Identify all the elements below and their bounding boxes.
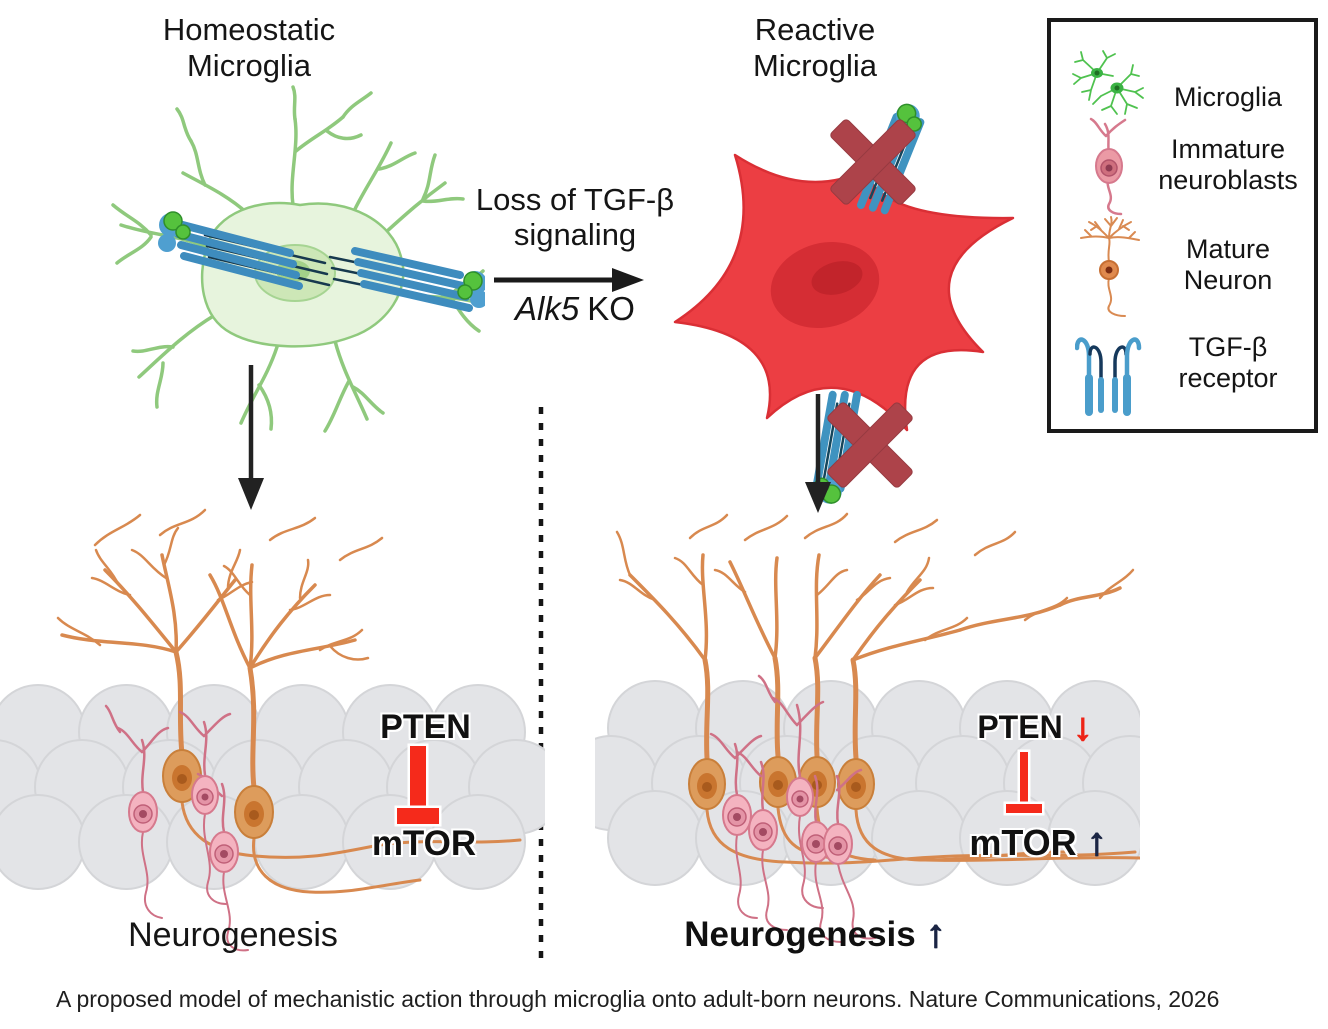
mature-neuron-nucleolus <box>249 810 259 820</box>
figure-caption: A proposed model of mechanistic action t… <box>56 986 1220 1012</box>
legend-box: Microglia Immature neuroblasts <box>1047 18 1318 433</box>
legend-label-tgfb-receptor: TGF-β receptor <box>1178 332 1278 394</box>
microglia-icon <box>1072 50 1144 115</box>
immature-neuroblasts-left <box>104 704 249 952</box>
mtor-row-right: mTOR ↑ <box>958 820 1118 865</box>
neurogenesis-label-left: Neurogenesis <box>128 916 338 954</box>
panel-divider-dashed-line <box>538 407 544 967</box>
immature-neuroblasts-right <box>709 674 876 943</box>
neurogenesis-up-arrow: ↑ <box>925 912 946 956</box>
flow-arrow-down-right <box>805 394 831 513</box>
pten-label-right: PTEN <box>977 709 1063 745</box>
legend-label-immature-neuroblasts: Immature neuroblasts <box>1158 134 1298 196</box>
granule-cell-layer-left <box>0 684 545 890</box>
blocked-receptor-x-icon-top <box>830 119 916 205</box>
mature-neuron-icon <box>1080 216 1140 317</box>
ko-label: KO <box>587 290 635 327</box>
reactive-microglia-nucleolus <box>811 261 863 295</box>
neurogenesis-row-right: Neurogenesis ↑ <box>655 912 975 957</box>
tgfb-receptor-cluster-right <box>328 247 485 312</box>
pten-row-right: PTEN ↓ <box>965 705 1105 750</box>
mtor-label-left: mTOR <box>371 824 477 863</box>
alk5-gene-label: Alk5 <box>515 290 580 327</box>
mtor-label-right: mTOR <box>969 821 1077 863</box>
inhibition-bar-right-stem <box>1020 752 1028 808</box>
microglia-processes <box>111 85 485 433</box>
legend-label-mature-neuron: Mature Neuron <box>1183 234 1273 296</box>
inhibition-bar-right-foot <box>1006 804 1042 813</box>
legend-label-microglia: Microglia <box>1173 82 1283 112</box>
inhibition-bar-left-stem <box>410 746 426 812</box>
neuroblast-somas-left <box>128 775 239 873</box>
homeostatic-microglia-title: Homeostatic Microglia <box>162 12 336 83</box>
pten-label-left: PTEN <box>380 708 471 746</box>
mtor-up-arrow: ↑ <box>1086 820 1107 864</box>
neurogenesis-label-right: Neurogenesis <box>684 914 916 954</box>
homeostatic-microglia-illustration <box>111 85 485 433</box>
immature-neuroblast-icon <box>1089 117 1127 216</box>
reactive-microglia-title: Reactive Microglia <box>752 12 878 83</box>
transition-arrow-icon <box>494 268 644 292</box>
right-neurogenesis-illustration <box>595 512 1140 943</box>
neuroblast-somas-right <box>722 777 853 865</box>
reactive-microglia-illustration <box>673 103 1015 504</box>
inhibition-bar-left-foot <box>397 808 439 824</box>
flow-arrow-down-left <box>238 365 264 510</box>
blocked-receptor-x-icon-bottom <box>827 402 913 488</box>
tgfb-receptor-cluster-left <box>158 211 331 290</box>
mature-neuron-nucleolus <box>177 774 187 784</box>
tgfb-receptor-icon <box>1075 337 1142 416</box>
left-neurogenesis-illustration <box>0 508 545 952</box>
loss-of-tgfb-signaling-label: Loss of TGF-β signaling <box>475 182 675 253</box>
mature-neurons-left <box>56 508 522 894</box>
pten-down-arrow: ↓ <box>1072 705 1093 749</box>
